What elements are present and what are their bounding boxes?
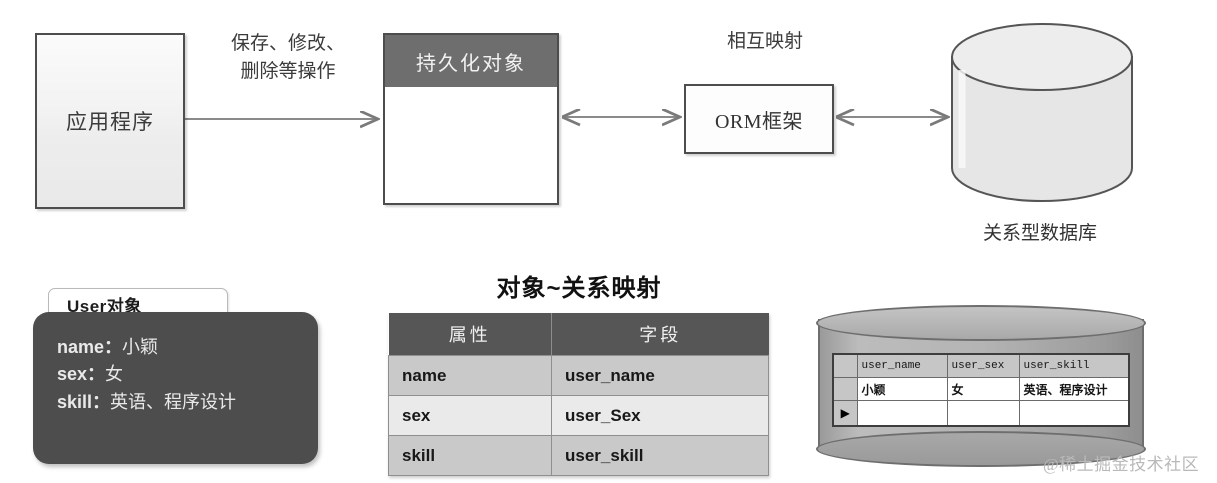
mapping-cell-field-0: user_name — [551, 355, 769, 396]
database-grid-corner — [832, 353, 858, 378]
user-field-skill-value: 英语、程序设计 — [110, 391, 237, 412]
persistent-object-box: 持久化对象 — [383, 33, 559, 205]
row-marker-icon: ▶ — [840, 405, 850, 420]
database-grid-header-user-sex: user_sex — [946, 353, 1020, 378]
user-field-skill-key: skill — [57, 391, 93, 412]
table-row: 小颖 女 英语、程序设计 — [832, 377, 1130, 401]
application-box-label: 应用程序 — [66, 110, 154, 134]
table-row: skill user_skill — [388, 435, 769, 476]
user-object-card: name：小颖 sex：女 skill：英语、程序设计 — [33, 312, 318, 464]
application-box: 应用程序 — [35, 33, 185, 209]
watermark: @稀土掘金技术社区 — [1043, 455, 1200, 474]
user-field-skill-sep: ： — [92, 391, 111, 412]
user-field-sex-key: sex — [57, 364, 88, 385]
user-field-skill: skill：英语、程序设计 — [57, 389, 318, 416]
user-field-name-key: name — [57, 337, 105, 357]
database-cell-skill-0: 英语、程序设计 — [1018, 377, 1130, 401]
database-cell-skill-1 — [1018, 400, 1130, 427]
database-cell-name-0: 小颖 — [856, 377, 948, 401]
mapping-cell-field-1: user_Sex — [551, 395, 769, 436]
database-cell-sex-0: 女 — [946, 377, 1020, 401]
orm-framework-label: ORM框架 — [714, 110, 804, 133]
mapping-cell-attr-2: skill — [388, 435, 552, 476]
user-field-name: name：小颖 — [57, 334, 318, 361]
database-grid: user_name user_sex user_skill 小颖 女 英语、程序… — [832, 353, 1130, 427]
table-row: ▶ — [832, 400, 1130, 427]
user-object-tab-label: User对象 — [67, 296, 142, 316]
database-cell-sex-1 — [946, 400, 1020, 427]
mapping-table: 属性 字段 name user_name sex user_Sex skill … — [388, 313, 769, 476]
mapping-cell-attr-0: name — [388, 355, 552, 396]
operations-edge-label: 保存、修改、 删除等操作 — [196, 30, 380, 85]
database-grid-header-user-name: user_name — [856, 353, 948, 378]
user-field-name-sep: ： — [104, 337, 123, 357]
database-label: 关系型数据库 — [982, 223, 1097, 244]
database-table-cylinder: user_name user_sex user_skill 小颖 女 英语、程序… — [810, 305, 1148, 467]
mapping-cell-attr-1: sex — [388, 395, 552, 436]
database-cylinder-icon — [951, 23, 1133, 202]
operations-edge-label-line1: 保存、修改、 — [230, 33, 345, 54]
cylinder-bottom-ellipse — [816, 431, 1146, 467]
user-field-name-value: 小颖 — [122, 337, 159, 357]
mapping-table-header-field: 字段 — [551, 313, 769, 356]
operations-edge-label-line2: 删除等操作 — [240, 60, 336, 82]
table-row: name user_name — [388, 355, 769, 396]
cylinder-top-ellipse — [816, 305, 1146, 341]
user-field-sex-value: 女 — [105, 364, 124, 385]
database-grid-row-selector-1[interactable]: ▶ — [832, 400, 858, 427]
database-grid-header-user-skill: user_skill — [1018, 353, 1130, 378]
table-row: sex user_Sex — [388, 395, 769, 436]
mapping-table-title: 对象~关系映射 — [496, 275, 662, 302]
mapping-cell-field-2: user_skill — [551, 435, 769, 476]
persistent-object-header-label: 持久化对象 — [416, 52, 526, 75]
orm-framework-box: ORM框架 — [684, 84, 834, 154]
mapping-table-header-row: 属性 字段 — [388, 313, 769, 356]
user-field-sex-sep: ： — [87, 364, 106, 385]
database-grid-header-row: user_name user_sex user_skill — [832, 353, 1130, 378]
database-grid-row-selector-0[interactable] — [832, 377, 858, 401]
mapping-table-header-attribute: 属性 — [388, 313, 552, 356]
persistent-object-header: 持久化对象 — [385, 35, 557, 87]
mapping-edge-label: 相互映射 — [726, 31, 803, 52]
user-field-sex: sex：女 — [57, 361, 318, 388]
database-cell-name-1 — [856, 400, 948, 427]
